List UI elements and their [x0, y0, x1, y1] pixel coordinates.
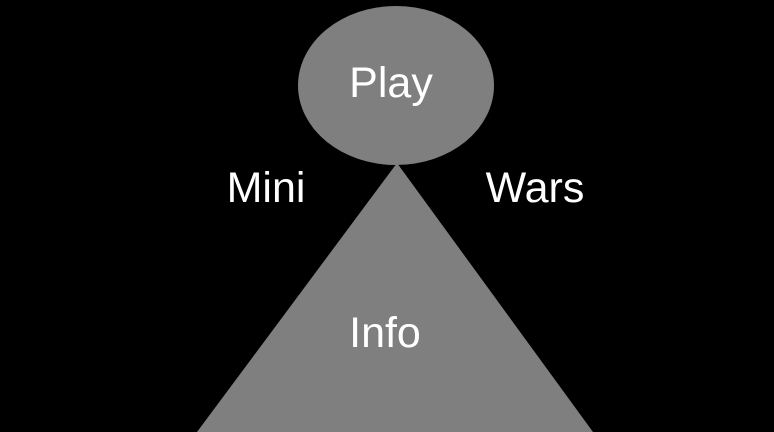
triangle-shape [197, 163, 593, 432]
play-button-label: Play [349, 59, 433, 107]
info-button[interactable]: Info [197, 163, 593, 432]
title-word-mini: Mini [226, 164, 306, 212]
play-button[interactable]: Play [298, 6, 494, 165]
title-word-wars: Wars [485, 164, 585, 212]
info-button-label: Info [349, 309, 421, 357]
